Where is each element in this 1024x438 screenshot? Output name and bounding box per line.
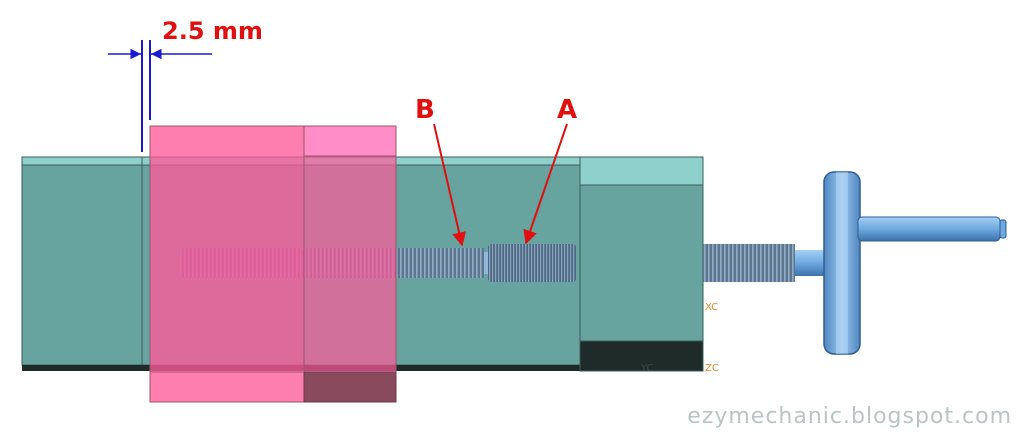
pink-overlay-left	[149, 125, 305, 403]
pink-overlay-right	[303, 125, 397, 403]
callout-a: A	[523, 94, 579, 245]
watermark: ezymechanic.blogspot.com	[687, 404, 1012, 429]
callout-b-label: B	[415, 95, 435, 125]
dimension-label: 2.5 mm	[162, 17, 263, 45]
right-housing-block	[579, 156, 704, 372]
axis-label-xc: XC	[705, 302, 718, 313]
hand-knob	[823, 171, 861, 355]
axis-label-yc: YC	[640, 363, 654, 374]
thread-section-a	[488, 244, 576, 282]
axis-label-zc: ZC	[705, 363, 719, 374]
output-shaft	[857, 216, 1007, 242]
callout-a-label: A	[557, 95, 577, 125]
callout-b: B	[414, 94, 466, 247]
dimension-2-5mm: 2.5 mm	[108, 16, 264, 152]
